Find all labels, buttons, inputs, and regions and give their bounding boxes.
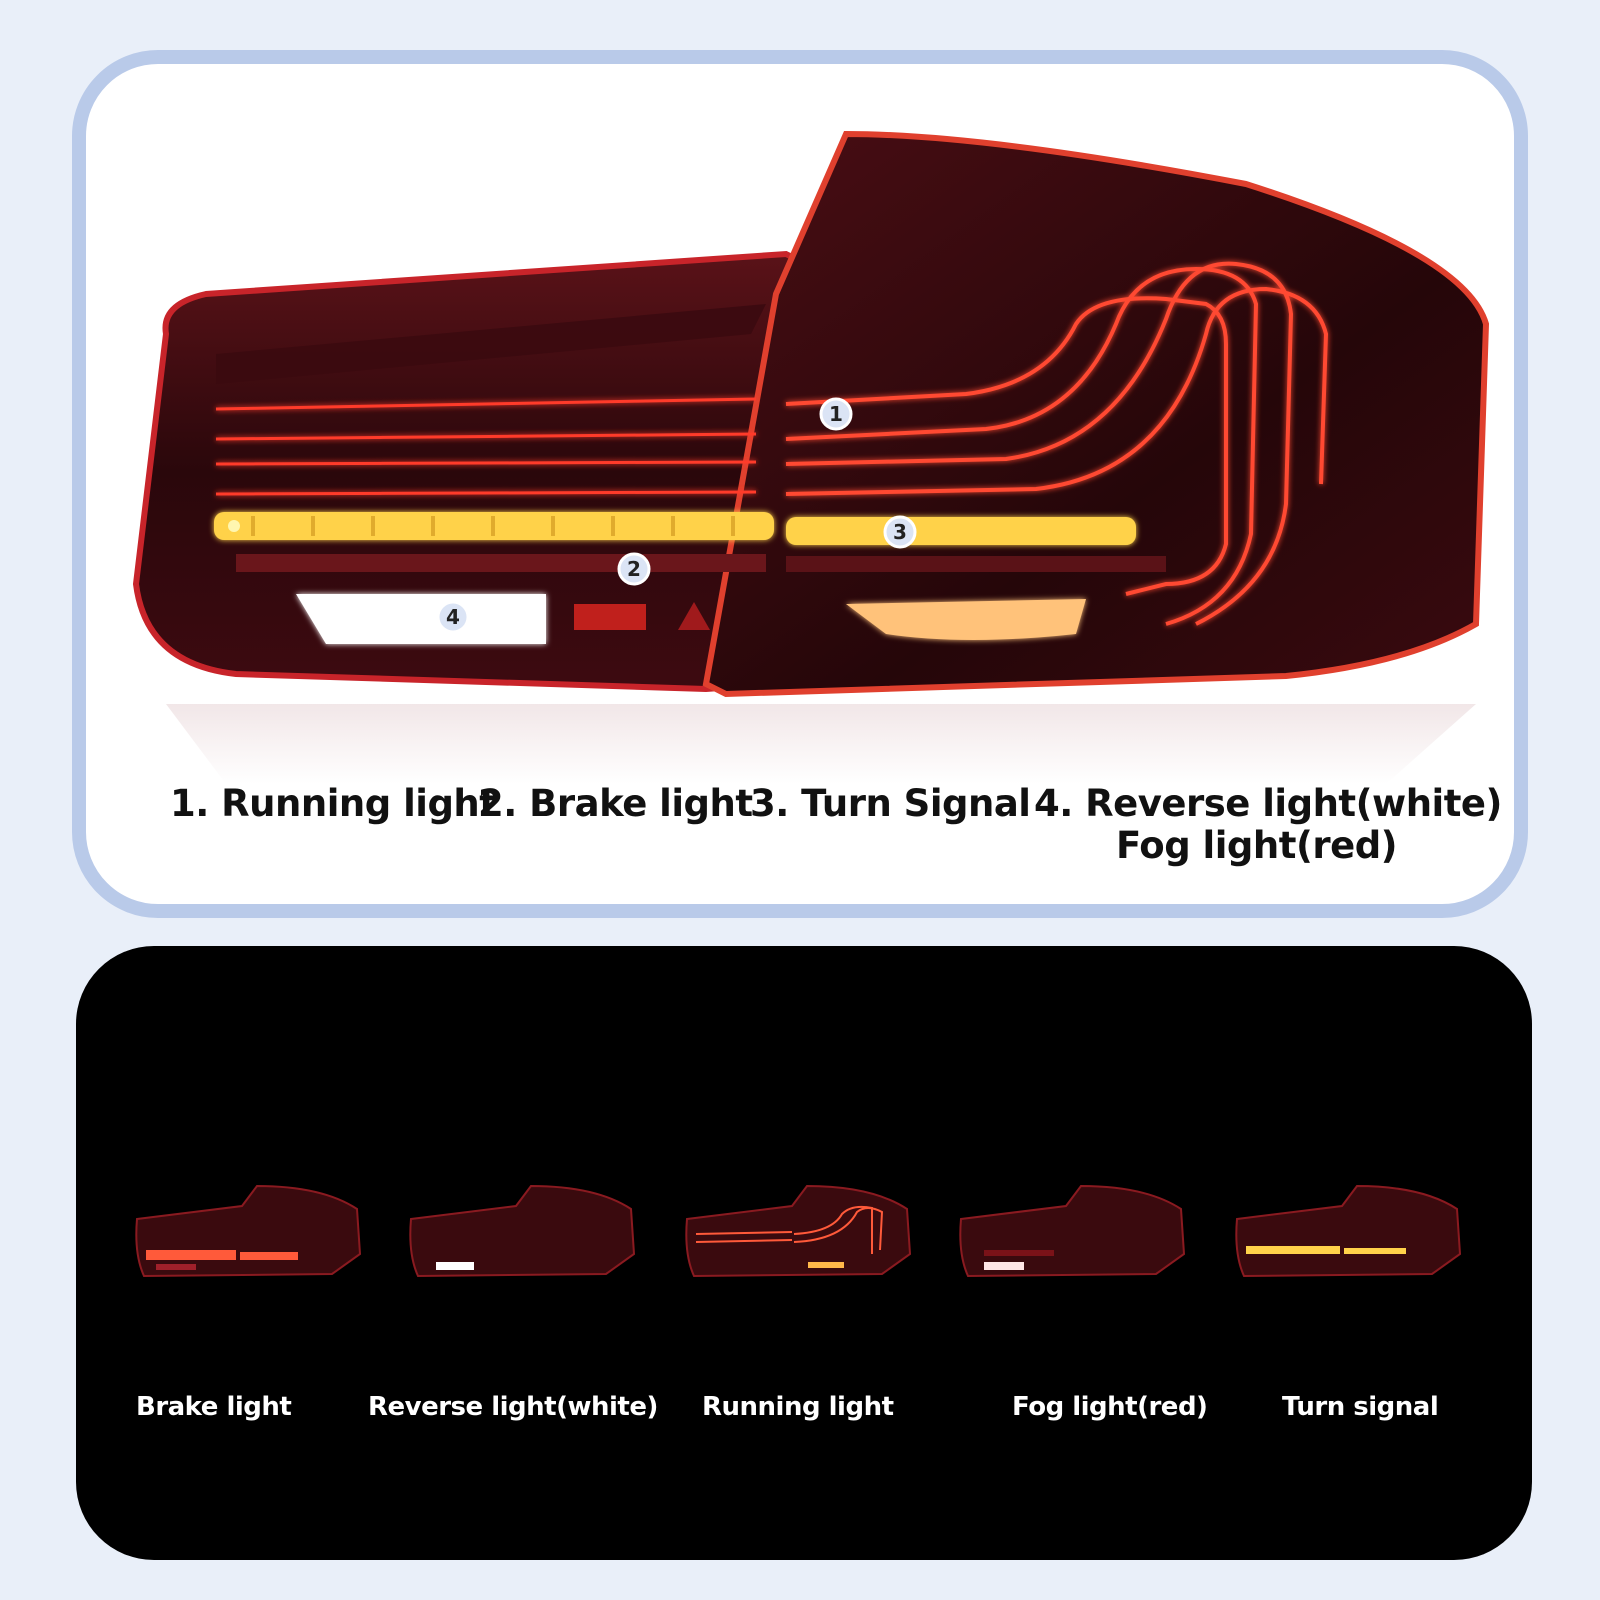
marker-1: 1 [819, 397, 853, 431]
reverse-light-thumbnail [409, 1184, 636, 1278]
marker-4: 4 [436, 600, 470, 634]
legend-fog-light: Fog light(red) [1116, 824, 1398, 867]
light-modes-panel: Brake light Reverse light(white) Running… [76, 946, 1532, 1560]
fog-light-thumbnail [959, 1184, 1186, 1278]
tail-light-image: 1 2 3 4 [132, 130, 1490, 784]
marker-2-number: 2 [627, 557, 641, 581]
marker-3: 3 [883, 515, 917, 549]
marker-4-number: 4 [446, 605, 460, 629]
variant-label-reverse: Reverse light(white) [368, 1392, 658, 1422]
variant-label-turn: Turn signal [1282, 1392, 1439, 1422]
right-lamp-housing [702, 130, 1490, 698]
variant-label-brake: Brake light [136, 1392, 292, 1422]
turn-signal-thumbnail [1235, 1184, 1462, 1278]
legend-reverse-light: 4. Reverse light(white) [1034, 782, 1502, 825]
product-detail-panel: 1 2 3 4 1. Running light 2. Brake light … [72, 50, 1528, 918]
legend-brake-light: 2. Brake light [478, 782, 753, 825]
variant-label-running: Running light [702, 1392, 894, 1422]
marker-1-number: 1 [829, 402, 843, 426]
variant-label-fog: Fog light(red) [1012, 1392, 1208, 1422]
marker-3-number: 3 [893, 520, 907, 544]
brake-light-thumbnail [135, 1184, 362, 1278]
legend-turn-signal: 3. Turn Signal [750, 782, 1031, 825]
running-light-thumbnail [685, 1184, 912, 1278]
legend-running-light: 1. Running light [170, 782, 497, 825]
marker-2: 2 [617, 552, 651, 586]
